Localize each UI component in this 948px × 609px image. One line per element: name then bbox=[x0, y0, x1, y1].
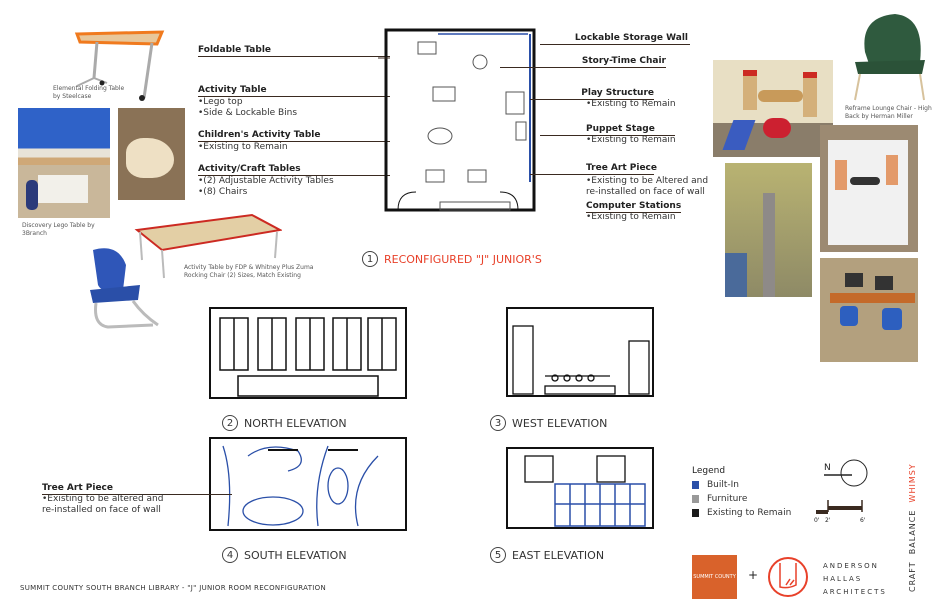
rocking-chair-image bbox=[90, 248, 159, 329]
callout-lockable-storage-wall: Lockable Storage Wall bbox=[540, 33, 690, 45]
north-elevation-title: 2 NORTH ELEVATION bbox=[222, 415, 347, 431]
callout-bullet: •(2) Adjustable Activity Tables bbox=[198, 176, 334, 186]
legend-label: Existing to Remain bbox=[707, 508, 792, 518]
callout-activity-craft-tables: Activity/Craft Tables bbox=[198, 164, 390, 176]
callout-activity-table: Activity Table bbox=[198, 85, 390, 97]
floor-plan-sketch bbox=[378, 28, 536, 212]
lounge-chair-caption: Reframe Lounge Chair - High Back by Herm… bbox=[845, 105, 932, 120]
elevation-title-text: NORTH ELEVATION bbox=[244, 416, 347, 430]
legend-swatch bbox=[692, 509, 699, 517]
tagline-whimsy: WHIMSY bbox=[908, 463, 917, 503]
anderson-hallas-logo-icon bbox=[768, 557, 808, 597]
scale-bar bbox=[816, 500, 863, 514]
south-elevation-sketch bbox=[209, 437, 407, 531]
firm-name-line: ARCHITECTS bbox=[823, 588, 887, 596]
callout-bullet: •Existing to Remain bbox=[586, 135, 676, 145]
legend-swatch bbox=[692, 495, 699, 503]
elevation-number: 3 bbox=[490, 415, 506, 431]
puppet-stage-photo bbox=[820, 125, 918, 252]
activity-table-caption: Activity Table by FDP & Whitney Plus Zum… bbox=[184, 264, 314, 279]
play-structure-photo bbox=[713, 60, 833, 157]
callout-bullet: re-installed on face of wall bbox=[42, 505, 161, 515]
folding-table-caption: Elemental Folding Table by Steelcase bbox=[53, 85, 125, 100]
north-label: N bbox=[824, 463, 831, 473]
callout-bullet: •Lego top bbox=[198, 97, 243, 107]
callout-story-time-chair: Story-Time Chair bbox=[500, 56, 666, 68]
callout-bullet: •Existing to be altered and bbox=[42, 494, 164, 504]
west-elevation-sketch bbox=[506, 307, 654, 397]
summit-logo-text: SUMMIT COUNTY bbox=[693, 574, 736, 580]
plus-sign: + bbox=[748, 568, 759, 582]
callout-play-structure: Play Structure bbox=[530, 88, 654, 100]
north-elevation-sketch bbox=[209, 307, 407, 399]
elevation-number: 5 bbox=[490, 547, 506, 563]
east-elevation-title: 5 EAST ELEVATION bbox=[490, 547, 604, 563]
folding-table-image bbox=[74, 30, 165, 101]
tagline: CRAFT BALANCE WHIMSY bbox=[908, 463, 917, 592]
childrens-table-photo bbox=[118, 108, 185, 200]
firm-name: ANDERSON HALLAS ARCHITECTS bbox=[823, 560, 887, 599]
summit-county-logo: SUMMIT COUNTY bbox=[692, 555, 737, 599]
plan-title: 1 RECONFIGURED "J" JUNIOR'S bbox=[362, 251, 542, 267]
computer-stations-photo bbox=[820, 258, 918, 362]
lounge-chair-image bbox=[854, 14, 925, 101]
lego-kids-photo bbox=[18, 165, 110, 218]
callout-south-tree-art-piece: Tree Art Piece bbox=[42, 483, 232, 495]
lego-table-caption: Discovery Lego Table by 3Branch bbox=[22, 222, 95, 237]
legend-item-built-in: Built-In bbox=[692, 480, 739, 490]
elevation-number: 4 bbox=[222, 547, 238, 563]
elevation-title-text: WEST ELEVATION bbox=[512, 416, 608, 430]
legend-swatch bbox=[692, 481, 699, 489]
scale-label: 0' bbox=[814, 517, 820, 524]
scale-label: 2' bbox=[825, 517, 831, 524]
activity-table-image bbox=[134, 213, 282, 279]
callout-bullet: •Existing to Remain bbox=[586, 99, 676, 109]
plan-title-text: RECONFIGURED "J" JUNIOR'S bbox=[384, 252, 542, 266]
legend-item-furniture: Furniture bbox=[692, 494, 747, 504]
tagline-balance: BALANCE bbox=[908, 509, 917, 555]
legend-item-existing: Existing to Remain bbox=[692, 508, 791, 518]
legend-label: Furniture bbox=[707, 494, 748, 504]
callout-bullet: •Side & Lockable Bins bbox=[198, 108, 298, 118]
legend-label: Built-In bbox=[707, 480, 740, 490]
south-elevation-title: 4 SOUTH ELEVATION bbox=[222, 547, 347, 563]
callout-bullet: •Existing to Remain bbox=[198, 142, 288, 152]
footer-title: SUMMIT COUNTY SOUTH BRANCH LIBRARY - "J"… bbox=[20, 584, 327, 592]
tagline-craft: CRAFT bbox=[908, 561, 917, 592]
callout-bullet: •(8) Chairs bbox=[198, 187, 248, 197]
callout-bullet: re-installed on face of wall bbox=[586, 187, 705, 197]
plan-number: 1 bbox=[362, 251, 378, 267]
callout-bullet: •Existing to Remain bbox=[586, 212, 676, 222]
legend-title: Legend bbox=[692, 466, 726, 476]
callout-childrens-activity-table: Children's Activity Table bbox=[198, 130, 390, 142]
callout-puppet-stage: Puppet Stage bbox=[540, 124, 675, 136]
elevation-title-text: EAST ELEVATION bbox=[512, 548, 605, 562]
elevation-number: 2 bbox=[222, 415, 238, 431]
callout-bullet: •Existing to be Altered and bbox=[586, 176, 709, 186]
callout-foldable-table: Foldable Table bbox=[198, 45, 390, 57]
elevation-title-text: SOUTH ELEVATION bbox=[244, 548, 347, 562]
callout-tree-art-piece: Tree Art Piece bbox=[530, 163, 657, 175]
firm-name-line: HALLAS bbox=[823, 575, 863, 583]
north-arrow-icon bbox=[824, 459, 868, 487]
firm-name-line: ANDERSON bbox=[823, 562, 879, 570]
scale-label: 6' bbox=[860, 517, 866, 524]
callout-computer-stations: Computer Stations bbox=[586, 201, 682, 213]
east-elevation-sketch bbox=[506, 447, 654, 529]
tree-art-photo bbox=[725, 163, 812, 297]
west-elevation-title: 3 WEST ELEVATION bbox=[490, 415, 607, 431]
